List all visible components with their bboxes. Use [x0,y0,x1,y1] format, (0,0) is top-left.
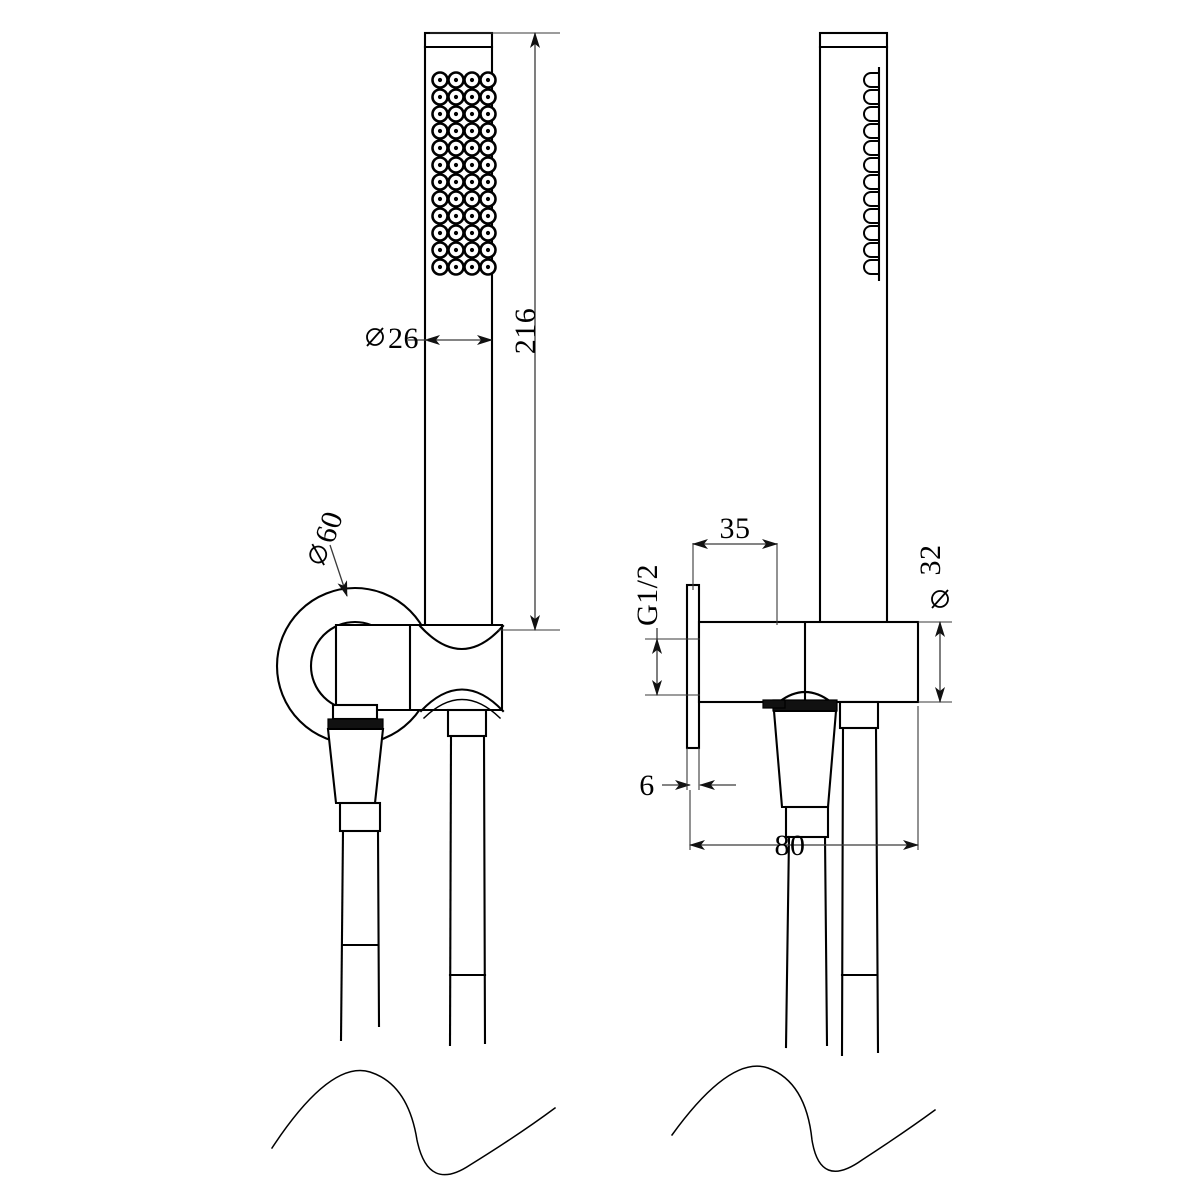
nozzle-column [431,105,497,123]
diameter-symbol-60 [309,543,328,566]
bracket-body-side [697,620,920,704]
wand-lower-right-edge-side [874,726,880,1054]
dimension-handle-length: 216 [430,32,560,631]
outlet-gasket [327,718,384,730]
holder-cradle-bottom-arc-inner [422,698,502,720]
nozzle-column [431,156,497,174]
dimension-overall-width: 80 [689,706,919,862]
outlet-collar-side [784,805,830,839]
shower-hose-side [784,835,829,1049]
nozzle-column [431,207,497,225]
nozzle-column [431,190,497,208]
dimension-inlet-thread: G1/2 [631,564,700,696]
break-line-front [270,1069,557,1176]
nozzle-profile [863,140,879,156]
holder-body [334,623,504,712]
outlet-collar [338,801,382,833]
break-line-side [670,1065,937,1172]
dimension-wall-plate-thickness: 6 [639,748,736,802]
wand-holder-side [697,620,920,704]
dimension-handle-diameter: 26 [366,322,493,355]
nozzle-column [431,71,497,89]
side-view-dimensions: 35 G1/2 32 6 [631,512,952,862]
nozzle-column [431,224,497,242]
dim-text-handle-diameter: 26 [388,322,419,355]
nozzle-profile [863,72,879,88]
wand-lower-left-edge-side [840,726,845,1057]
nozzle-column [431,122,497,140]
dimension-bracket-projection: 35 [692,512,778,625]
hose-right-edge [376,829,381,1028]
water-outlet-front [326,703,385,833]
diameter-symbol-26 [366,327,384,347]
side-view [670,31,937,1172]
outlet-neck [331,703,379,721]
wand-lower-collar [446,708,488,738]
outlet-cone [326,727,385,805]
hose-left-edge-side [784,835,791,1049]
nozzle-column [431,258,497,276]
dim-text-handle-length: 216 [509,308,542,355]
dim-text-bracket-height: 32 [914,545,947,576]
wand-body-side [818,31,889,632]
wand-lower-front [446,708,488,1047]
nozzle-column [431,139,497,157]
leader-line-d60 [329,544,348,597]
nozzle-profile [863,106,879,122]
shower-hose-front [339,829,381,1042]
holder-cradle-top-arc [418,624,505,650]
outlet-cone-side [772,709,838,809]
nozzle-profile [863,174,879,190]
wand-body [423,31,494,632]
hose-right-edge-side [823,835,829,1047]
diameter-symbol-32 [931,589,949,609]
outlet-gasket-side-left [762,699,786,709]
nozzle-column [431,173,497,191]
nozzle-profile [863,225,879,241]
nozzle-profile [863,242,879,258]
dim-text-wall-plate-thickness: 6 [639,769,655,802]
nozzle-profile [863,123,879,139]
nozzle-profile [863,259,879,275]
nozzle-profile [863,89,879,105]
wall-plate-side [685,583,701,750]
water-outlet-side [762,699,838,839]
wand-lower-left-edge [448,734,453,1047]
nozzle-profile [863,191,879,207]
nozzle-column [431,241,497,259]
shower-wand-side [818,31,889,632]
wand-lower-side [838,700,880,1057]
dim-text-inlet-thread: G1/2 [631,564,664,626]
nozzle-profile [863,157,879,173]
wall-plate [685,583,701,750]
wand-holder-front [334,623,505,720]
shower-wand-front [423,31,494,632]
nozzle-column [431,88,497,106]
dim-text-overall-width: 80 [775,829,806,862]
front-view [270,31,557,1176]
nozzle-profile [863,208,879,224]
wand-lower-collar-side [838,700,880,730]
hose-left-edge [339,829,345,1042]
holder-cradle-bottom-arc [419,688,505,713]
spray-nozzle-grid [431,71,497,276]
wand-lower-right-edge [482,734,487,1045]
outlet-dome-arc [777,690,833,704]
spray-nozzle-profiles [863,66,881,282]
dimension-bracket-height: 32 [914,545,952,703]
dim-text-bracket-projection: 35 [720,512,751,545]
